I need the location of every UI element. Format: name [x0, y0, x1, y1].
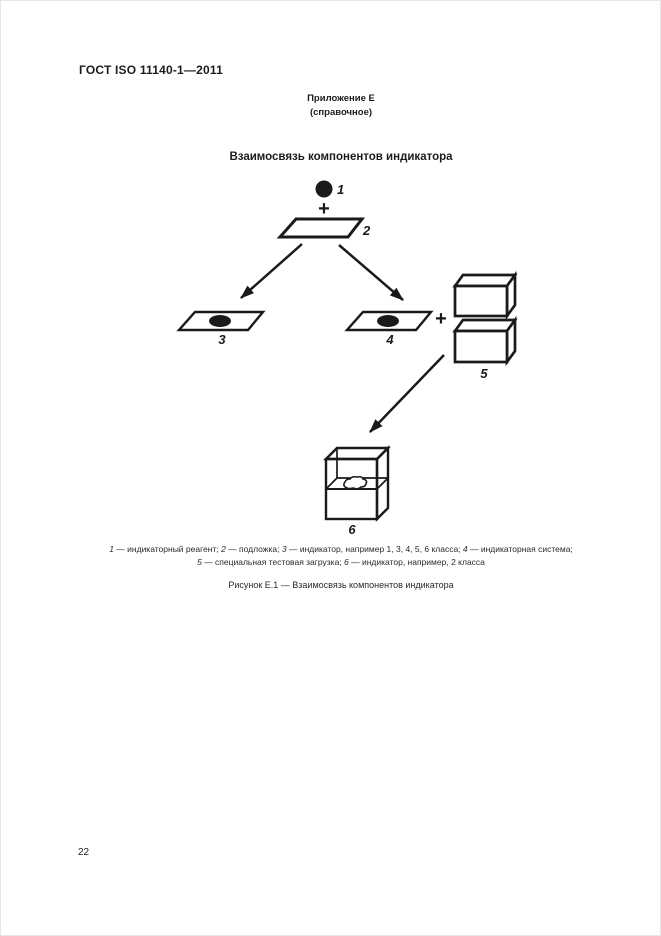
- arrow-to-indicator: [240, 243, 303, 299]
- standard-designation: ГОСТ ISO 11140-1—2011: [79, 63, 223, 77]
- substrate-parallelogram: [276, 217, 366, 239]
- legend-item-text: — подложка;: [225, 544, 282, 554]
- legend-item-number: 2: [221, 544, 226, 554]
- plus-icon: +: [318, 198, 330, 220]
- legend-item-text: — индикаторная система;: [467, 544, 573, 554]
- legend-item-number: 1: [109, 544, 114, 554]
- arrow-to-class2-indicator: [369, 354, 445, 433]
- plus-icon: +: [435, 308, 447, 330]
- page-number: 22: [78, 847, 90, 858]
- legend-item-number: 3: [281, 544, 287, 554]
- test-load-box-top: [452, 270, 518, 321]
- legend-item-number: 6: [344, 557, 349, 567]
- arrow-to-indicator-system: [338, 244, 404, 301]
- diagram-label-3: 3: [218, 332, 226, 347]
- annex-title: Приложение Е: [307, 93, 375, 104]
- legend-item-text: — индикаторный реагент;: [113, 544, 222, 554]
- test-load-box-bottom: [452, 315, 518, 367]
- figure-legend: 1 — индикаторный реагент; 2 — подложка; …: [26, 543, 656, 569]
- legend-item-text: — специальная тестовая загрузка;: [201, 557, 345, 567]
- indicator-system-spot: [377, 315, 399, 327]
- diagram-label-1: 1: [337, 182, 344, 197]
- diagram-label-6: 6: [348, 522, 356, 537]
- annex-subtitle: (справочное): [309, 107, 373, 118]
- legend-item-number: 4: [462, 544, 468, 554]
- legend-item-text: — индикатор, например 1, 3, 4, 5, 6 клас…: [286, 544, 463, 554]
- indicator-spot: [209, 315, 231, 327]
- figure-caption: Рисунок Е.1 — Взаимосвязь компонентов ин…: [228, 580, 454, 590]
- legend-item-number: 5: [197, 557, 202, 567]
- diagram-label-4: 4: [385, 332, 394, 347]
- diagram-label-2: 2: [362, 223, 371, 238]
- legend-line-1: 1 — индикаторный реагент; 2 — подложка; …: [26, 543, 656, 556]
- indicator-reagent-circle: [315, 180, 333, 198]
- class2-indicator-box: [323, 445, 391, 522]
- indicator-components-diagram: 1 + 2 3 4 + 5: [176, 180, 518, 537]
- figure-title: Взаимосвязь компонентов индикатора: [229, 151, 453, 163]
- legend-item-text: — индикатор, например, 2 класса: [348, 557, 485, 567]
- diagram-label-5: 5: [480, 366, 488, 381]
- indicator-blob: [343, 475, 368, 490]
- legend-line-2: 5 — специальная тестовая загрузка; 6 — и…: [26, 556, 656, 569]
